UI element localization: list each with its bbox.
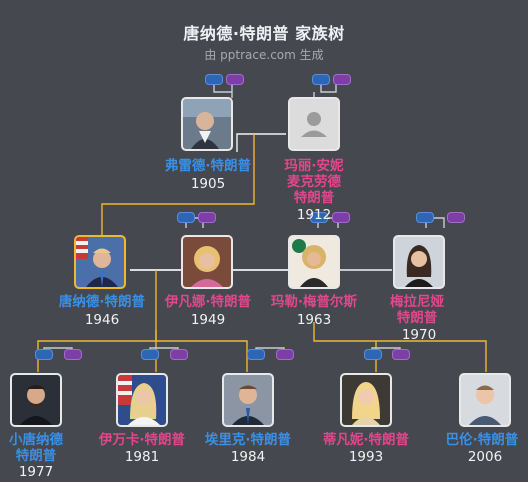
- expand-spouse-toggle[interactable]: [64, 349, 82, 360]
- person-name-tiffany[interactable]: 蒂凡妮·特朗普: [322, 432, 410, 448]
- expand-children-toggle[interactable]: [364, 349, 382, 360]
- portrait-photo: [461, 375, 509, 425]
- expand-spouse-toggle[interactable]: [198, 212, 216, 223]
- person-name-donald[interactable]: 唐纳德·特朗普: [58, 294, 146, 310]
- person-name-donjr-line2[interactable]: 特朗普: [15, 448, 57, 464]
- person-photo-barron[interactable]: [459, 373, 511, 427]
- page-subtitle: 由 pptrace.com 生成: [204, 48, 324, 62]
- person-name-marla[interactable]: 玛勒·梅普尔斯: [270, 294, 358, 310]
- person-year-donald: 1946: [84, 312, 120, 328]
- expand-spouse-toggle[interactable]: [170, 349, 188, 360]
- person-name-ivana[interactable]: 伊凡娜·特朗普: [164, 294, 252, 310]
- person-photo-ivanka[interactable]: [116, 373, 168, 427]
- expand-spouse-toggle[interactable]: [392, 349, 410, 360]
- expand-parents-toggle[interactable]: [310, 212, 328, 223]
- expand-parents-toggle[interactable]: [312, 74, 330, 85]
- expand-spouse-toggle[interactable]: [447, 212, 465, 223]
- expand-spouse-toggle[interactable]: [332, 212, 350, 223]
- expand-spouse-toggle[interactable]: [333, 74, 351, 85]
- person-name-fred[interactable]: 弗雷德·特朗普: [164, 158, 252, 174]
- person-name-mary-line2[interactable]: 麦克劳德: [287, 174, 341, 190]
- portrait-photo: [342, 375, 390, 425]
- person-photo-ivana[interactable]: [181, 235, 233, 289]
- person-photo-melania[interactable]: [393, 235, 445, 289]
- person-name-mary-line3[interactable]: 特朗普: [293, 190, 335, 206]
- person-name-melania-line1[interactable]: 梅拉尼娅: [390, 294, 444, 310]
- person-year-ivanka: 1981: [124, 449, 160, 465]
- expand-children-toggle[interactable]: [35, 349, 53, 360]
- expand-parents-toggle[interactable]: [177, 212, 195, 223]
- person-name-ivanka[interactable]: 伊万卡·特朗普: [98, 432, 186, 448]
- expand-parents-toggle[interactable]: [205, 74, 223, 85]
- person-photo-donald[interactable]: [74, 235, 126, 289]
- portrait-photo: [224, 375, 272, 425]
- person-year-tiffany: 1993: [348, 449, 384, 465]
- portrait-photo: [183, 237, 231, 287]
- portrait-photo: [12, 375, 60, 425]
- person-photo-tiffany[interactable]: [340, 373, 392, 427]
- person-photo-eric[interactable]: [222, 373, 274, 427]
- person-photo-donjr[interactable]: [10, 373, 62, 427]
- portrait-photo: [183, 99, 231, 149]
- person-name-mary-line1[interactable]: 玛丽·安妮: [284, 158, 344, 174]
- person-year-fred: 1905: [190, 176, 226, 192]
- expand-spouse-toggle[interactable]: [276, 349, 294, 360]
- portrait-photo: [76, 237, 124, 287]
- person-year-mary: 1912: [296, 207, 332, 223]
- portrait-photo: [118, 375, 166, 425]
- person-photo-fred[interactable]: [181, 97, 233, 151]
- person-year-melania: 1970: [401, 327, 437, 343]
- portrait-photo: [395, 237, 443, 287]
- page-title: 唐纳德·特朗普 家族树: [183, 24, 345, 43]
- person-year-donjr: 1977: [18, 464, 54, 480]
- person-name-donjr-line1[interactable]: 小唐纳德: [9, 432, 63, 448]
- person-name-barron[interactable]: 巴伦·特朗普: [445, 432, 519, 448]
- person-year-ivana: 1949: [190, 312, 226, 328]
- person-year-marla: 1963: [296, 312, 332, 328]
- person-photo-mary[interactable]: [288, 97, 340, 151]
- person-photo-marla[interactable]: [288, 235, 340, 289]
- person-year-barron: 2006: [467, 449, 503, 465]
- person-name-melania-line2[interactable]: 特朗普: [396, 310, 438, 326]
- expand-children-toggle[interactable]: [247, 349, 265, 360]
- expand-parents-toggle[interactable]: [416, 212, 434, 223]
- person-placeholder-icon: [290, 99, 338, 149]
- person-year-eric: 1984: [230, 449, 266, 465]
- expand-spouse-toggle[interactable]: [226, 74, 244, 85]
- person-name-eric[interactable]: 埃里克·特朗普: [204, 432, 292, 448]
- portrait-photo: [290, 237, 338, 287]
- expand-children-toggle[interactable]: [141, 349, 159, 360]
